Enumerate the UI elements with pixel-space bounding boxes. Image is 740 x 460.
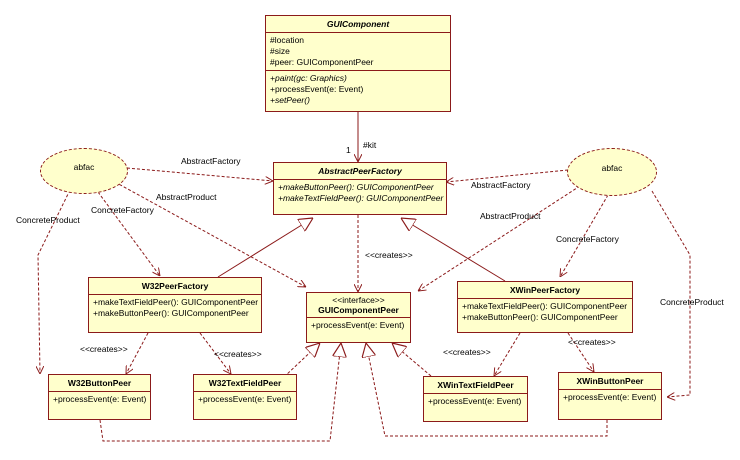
operations: +processEvent(e: Event) [424,394,527,409]
operations: +processEvent(e: Event) [194,392,296,407]
real-w32-button [99,343,341,442]
dep-creates-w32-button [126,332,149,374]
operation: +processEvent(e: Event) [198,394,292,404]
class-title: AbstractPeerFactory [274,163,446,180]
dep-right-abstractfactory [446,169,569,182]
collaboration-right[interactable]: abfac [567,148,657,196]
concrete-factory-right-label: ConcreteFactory [556,234,619,244]
operation: +processEvent(e: Event) [563,392,657,402]
attribute: #size [270,46,290,56]
operation: +setPeer() [270,95,310,105]
operation: +processEvent(e: Event) [428,396,522,406]
dep-creates-w32-textfield [199,332,231,374]
stereotype: <<interface>> [332,295,385,305]
operation: +processEvent(e: Event) [53,394,147,404]
class-xwin-textfield-peer[interactable]: XWinTextFieldPeer +processEvent(e: Event… [423,376,528,422]
dep-left-concreteproduct [38,189,71,374]
dep-right-concretefactory [560,194,609,277]
real-w32-textfield [283,343,320,378]
creates-center-label: <<creates>> [365,250,413,260]
interface-name: GUIComponentPeer [318,305,399,315]
attribute: #location [270,35,305,45]
operations: +processEvent(e: Event) [307,318,410,333]
operation: +processEvent(e: Event) [270,84,364,94]
operation: +makeTextFieldPeer(): GUIComponentPeer [93,297,259,307]
operation: +makeButtonPeer(): GUIComponentPeer [462,312,618,322]
class-title: W32ButtonPeer [49,375,150,392]
gen-xwin-factory [401,218,506,282]
collaboration-left-label: abfac [73,162,95,172]
class-w32-button-peer[interactable]: W32ButtonPeer +processEvent(e: Event) [48,374,151,420]
gen-w32-factory [217,218,313,278]
dep-right-concreteproduct [651,190,691,397]
class-xwin-peer-factory[interactable]: XWinPeerFactory +makeTextFieldPeer(): GU… [457,281,633,333]
class-title: <<interface>> GUIComponentPeer [307,293,410,318]
creates-xwin-button-label: <<creates>> [568,337,616,347]
class-abstract-peer-factory[interactable]: AbstractPeerFactory +makeButtonPeer(): G… [273,162,447,215]
class-title: XWinButtonPeer [559,373,661,390]
abstract-factory-left-label: AbstractFactory [181,156,241,166]
interface-gui-component-peer[interactable]: <<interface>> GUIComponentPeer +processE… [306,292,411,343]
creates-xwin-textfield-label: <<creates>> [443,347,491,357]
operation: +makeButtonPeer(): GUIComponentPeer [93,308,249,318]
operations: +processEvent(e: Event) [49,392,150,407]
class-w32-peer-factory[interactable]: W32PeerFactory +makeTextFieldPeer(): GUI… [88,277,262,333]
dep-left-abstractfactory [126,167,273,181]
abstract-factory-right-label: AbstractFactory [471,180,531,190]
real-xwin-textfield [392,343,432,377]
class-w32-textfield-peer[interactable]: W32TextFieldPeer +processEvent(e: Event) [193,374,297,420]
collaboration-left[interactable]: abfac [40,148,128,194]
operations: +paint(gc: Graphics) +processEvent(e: Ev… [266,71,450,108]
attributes: #location #size #peer: GUIComponentPeer [266,33,450,71]
class-title: GUIComponent [266,16,450,33]
multiplicity-label: 1 [346,145,351,155]
attribute: #peer: GUIComponentPeer [270,57,374,67]
creates-w32-button-label: <<creates>> [80,344,128,354]
operation: +makeTextFieldPeer(): GUIComponentPeer [462,301,628,311]
concrete-factory-left-label: ConcreteFactory [91,205,154,215]
operations: +makeButtonPeer(): GUIComponentPeer +mak… [274,180,446,206]
operation: +paint(gc: Graphics) [270,73,347,83]
operation: +makeTextFieldPeer(): GUIComponentPeer [278,193,444,203]
dep-creates-xwin-textfield [494,332,521,376]
class-title: W32TextFieldPeer [194,375,296,392]
operations: +makeTextFieldPeer(): GUIComponentPeer +… [458,299,632,325]
class-title: W32PeerFactory [89,278,261,295]
concrete-product-left-label: ConcreteProduct [16,215,80,225]
operations: +makeTextFieldPeer(): GUIComponentPeer +… [89,295,261,321]
abstract-product-right-label: AbstractProduct [480,211,541,221]
operation: +processEvent(e: Event) [311,320,405,330]
real-xwin-button [366,343,608,437]
creates-w32-textfield-label: <<creates>> [214,349,262,359]
dep-left-concretefactory [97,191,160,276]
class-xwin-button-peer[interactable]: XWinButtonPeer +processEvent(e: Event) [558,372,662,420]
class-title: XWinTextFieldPeer [424,377,527,394]
concrete-product-right-label: ConcreteProduct [660,297,724,307]
dep-creates-xwin-button [567,332,594,372]
abstract-product-left-label: AbstractProduct [156,192,217,202]
role-kit-label: #kit [363,140,377,150]
operation: +makeButtonPeer(): GUIComponentPeer [278,182,434,192]
collaboration-right-label: abfac [601,163,623,173]
dep-left-abstractproduct [114,181,306,287]
operations: +processEvent(e: Event) [559,390,661,405]
dep-right-abstractproduct [418,185,581,291]
class-title: XWinPeerFactory [458,282,632,299]
class-gui-component[interactable]: GUIComponent #location #size #peer: GUIC… [265,15,451,112]
